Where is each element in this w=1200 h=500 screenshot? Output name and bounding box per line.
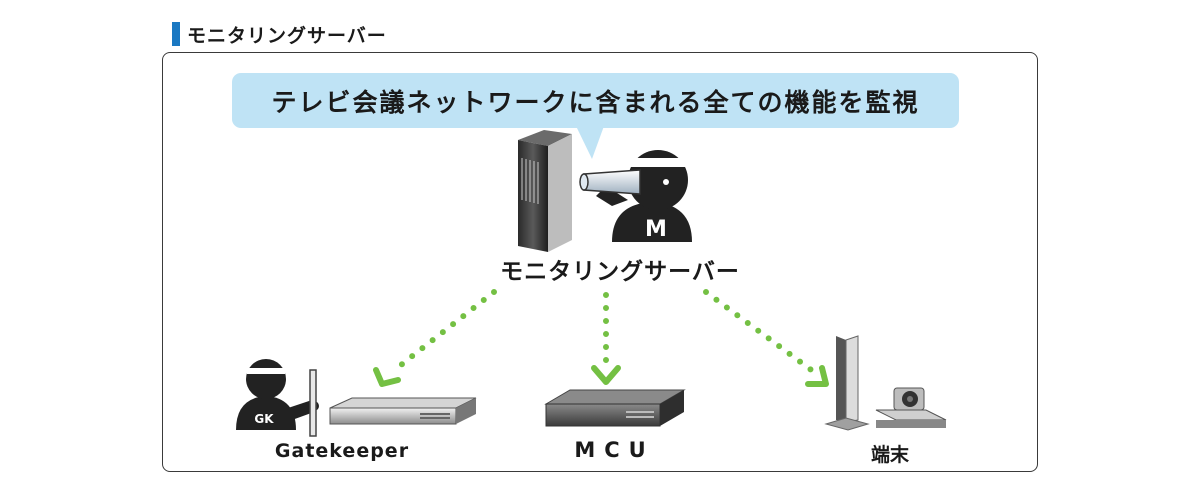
server-tower-icon xyxy=(518,130,572,252)
telescope-icon xyxy=(579,169,641,195)
callout-text: テレビ会議ネットワークに含まれる全ての機能を監視 xyxy=(271,87,920,117)
terminal-label: 端末 xyxy=(870,444,909,466)
monitor-figure-icon: M xyxy=(579,150,692,242)
section-header: モニタリングサーバー xyxy=(172,20,387,48)
gatekeeper-appliance-icon xyxy=(329,397,477,425)
gatekeeper-badge: GK xyxy=(254,412,274,426)
arrow-to-terminal xyxy=(703,289,829,387)
monitor-badge: M xyxy=(645,217,667,242)
section-header-bar xyxy=(172,22,180,46)
terminal-camera-icon xyxy=(875,387,947,428)
arrow-to-mcu xyxy=(591,292,621,385)
terminal-display-icon xyxy=(824,335,870,431)
gatekeeper-label: Gatekeeper xyxy=(274,440,410,462)
section-title: モニタリングサーバー xyxy=(187,24,387,47)
diagram-frame xyxy=(162,52,1038,472)
gatekeeper-figure-icon: GK xyxy=(236,359,319,437)
mcu-appliance-icon xyxy=(544,389,686,427)
arrow-to-gatekeeper xyxy=(373,289,497,387)
mcu-label: MCU xyxy=(574,438,655,462)
callout-bubble: テレビ会議ネットワークに含まれる全ての機能を監視 xyxy=(232,73,959,128)
monitoring-server-label: モニタリングサーバー xyxy=(500,259,740,285)
callout-tail xyxy=(576,126,604,159)
